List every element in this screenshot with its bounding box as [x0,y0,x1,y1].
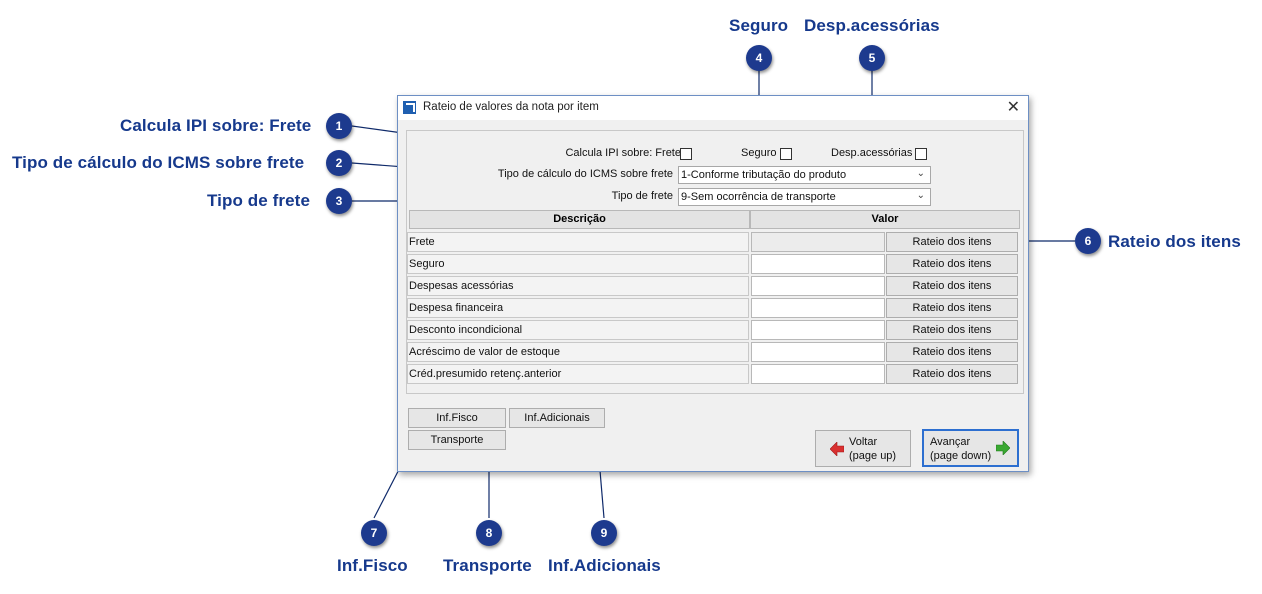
seguro-label: Seguro [741,147,777,159]
close-icon[interactable]: ✕ [1006,97,1020,116]
row-desc: Despesa financeira [407,298,749,318]
rateio-button[interactable]: Rateio dos itens [886,364,1018,384]
callout-label-frete: Tipo de frete [207,191,311,210]
row-value-input[interactable] [751,320,885,340]
grid-header-descricao: Descrição [409,210,750,229]
tipo-frete-select[interactable]: 9-Sem ocorrência de transporte ⌄ [678,188,931,206]
desp-acessorias-label: Desp.acessórias [831,147,913,159]
ipi-frete-label: Calcula IPI sobre: Frete [565,147,681,159]
avancar-label: Avançar [930,436,971,448]
window-title: Rateio de valores da nota por item [423,101,599,113]
rateio-button[interactable]: Rateio dos itens [886,276,1018,296]
callout-badge-7: 7 [361,520,387,546]
row-desc: Seguro [407,254,749,274]
tipo-frete-label: Tipo de frete [611,190,673,202]
row-value-input[interactable] [751,342,885,362]
row-desc: Despesas acessórias [407,276,749,296]
callout-label-inf-fisco: Inf.Fisco [337,556,408,575]
main-group: Calcula IPI sobre: Frete Seguro Desp.ace… [406,130,1024,394]
icms-frete-value: 1-Conforme tributação do produto [681,169,847,181]
callout-badge-3: 3 [326,188,352,214]
voltar-button[interactable]: Voltar (page up) [815,430,911,467]
avancar-button[interactable]: Avançar (page down) [922,429,1019,467]
ipi-frete-checkbox[interactable] [680,148,692,160]
inf-fisco-button[interactable]: Inf.Fisco [408,408,506,428]
transporte-button[interactable]: Transporte [408,430,506,450]
callout-label-inf-adicionais: Inf.Adicionais [548,556,661,575]
avancar-hint: (page down) [930,450,992,462]
chevron-down-icon: ⌄ [916,168,925,179]
callout-badge-9: 9 [591,520,617,546]
tipo-frete-value: 9-Sem ocorrência de transporte [681,191,836,203]
voltar-label: Voltar [849,436,878,448]
callout-label-icms: Tipo de cálculo do ICMS sobre frete [12,153,305,172]
callout-label-transporte: Transporte [443,556,532,575]
rateio-button[interactable]: Rateio dos itens [886,320,1018,340]
callout-label-desp: Desp.acessórias [804,16,940,35]
callout-label-rateio: Rateio dos itens [1108,232,1241,251]
callout-badge-4: 4 [746,45,772,71]
arrow-right-icon [996,441,1010,455]
callout-badge-5: 5 [859,45,885,71]
app-icon [403,101,416,114]
callout-badge-2: 2 [326,150,352,176]
callout-badge-1: 1 [326,113,352,139]
row-desc: Créd.presumido retenç.anterior [407,364,749,384]
callout-badge-8: 8 [476,520,502,546]
rateio-button[interactable]: Rateio dos itens [886,342,1018,362]
voltar-hint: (page up) [849,450,897,462]
row-value-input[interactable] [751,298,885,318]
icms-frete-label: Tipo de cálculo do ICMS sobre frete [497,168,673,180]
rateio-button[interactable]: Rateio dos itens [886,232,1018,252]
grid-header-valor: Valor [750,210,1020,229]
seguro-checkbox[interactable] [780,148,792,160]
row-value-input [751,232,885,252]
arrow-left-icon [830,442,844,456]
row-value-input[interactable] [751,276,885,296]
rateio-button[interactable]: Rateio dos itens [886,254,1018,274]
icms-frete-select[interactable]: 1-Conforme tributação do produto ⌄ [678,166,931,184]
callout-label-seguro: Seguro [729,16,789,35]
callout-badge-6: 6 [1075,228,1101,254]
row-desc: Desconto incondicional [407,320,749,340]
desp-acessorias-checkbox[interactable] [915,148,927,160]
inf-adicionais-button[interactable]: Inf.Adicionais [509,408,605,428]
row-desc: Frete [407,232,749,252]
row-desc: Acréscimo de valor de estoque [407,342,749,362]
rateio-dialog: Rateio de valores da nota por item ✕ Cal… [397,95,1029,472]
row-value-input[interactable] [751,364,885,384]
row-value-input[interactable] [751,254,885,274]
callout-label-ipi: Calcula IPI sobre: Frete [120,116,312,135]
chevron-down-icon: ⌄ [916,190,925,201]
rateio-button[interactable]: Rateio dos itens [886,298,1018,318]
title-bar: Rateio de valores da nota por item ✕ [398,96,1028,120]
